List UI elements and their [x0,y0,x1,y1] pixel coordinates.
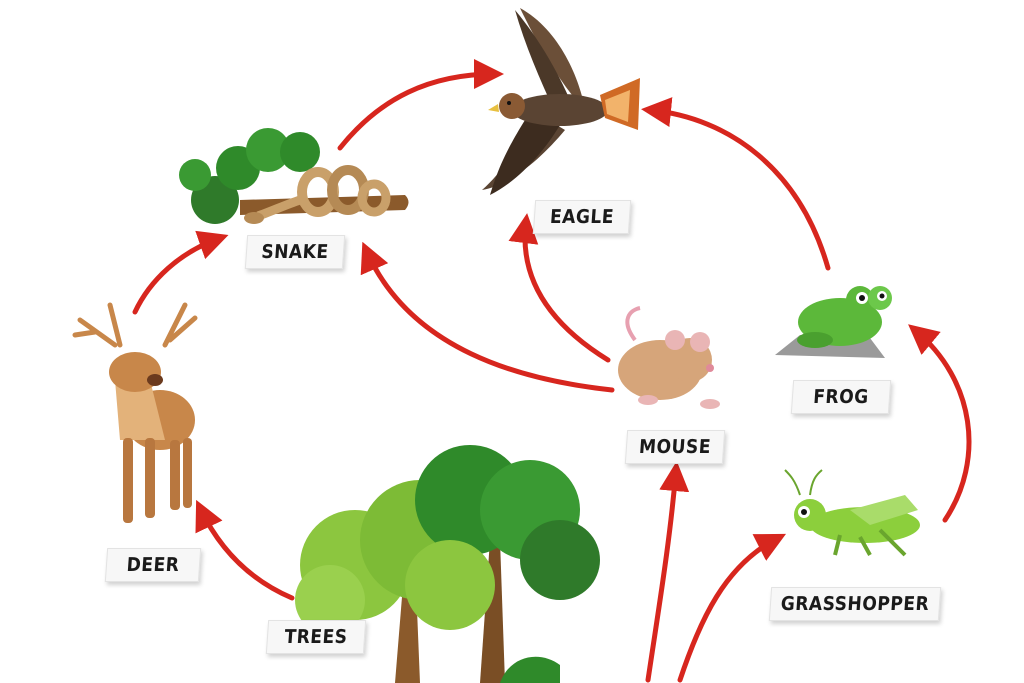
label-grasshopper: GRASSHOPPER [768,587,942,621]
trees-illustration [295,445,600,683]
label-snake: SNAKE [244,235,346,269]
arrow-frog-to-eagle [641,97,831,271]
arrows-group [132,59,972,683]
grasshopper-illustration [784,469,920,557]
frog-illustration [775,286,892,358]
arrow-grasshopper-to-frog [908,324,972,523]
eagle-illustration [482,8,640,195]
label-eagle: EAGLE [532,200,632,234]
arrow-trees-to-deer [195,499,295,601]
arrow-mouse-to-snake [360,241,615,393]
label-frog: FROG [790,380,892,414]
arrow-deer-to-snake [132,230,229,315]
arrow-trees-to-mouse [645,461,690,683]
mouse-illustration [618,306,720,409]
arrow-trees-to-grasshopper [677,533,787,683]
snake-illustration [179,128,409,224]
label-deer: DEER [104,548,202,582]
label-mouse: MOUSE [624,430,726,464]
label-trees: TREES [265,620,367,654]
arrow-mouse-to-eagle [508,213,611,363]
arrow-snake-to-eagle [337,59,505,151]
deer-illustration [72,302,198,523]
